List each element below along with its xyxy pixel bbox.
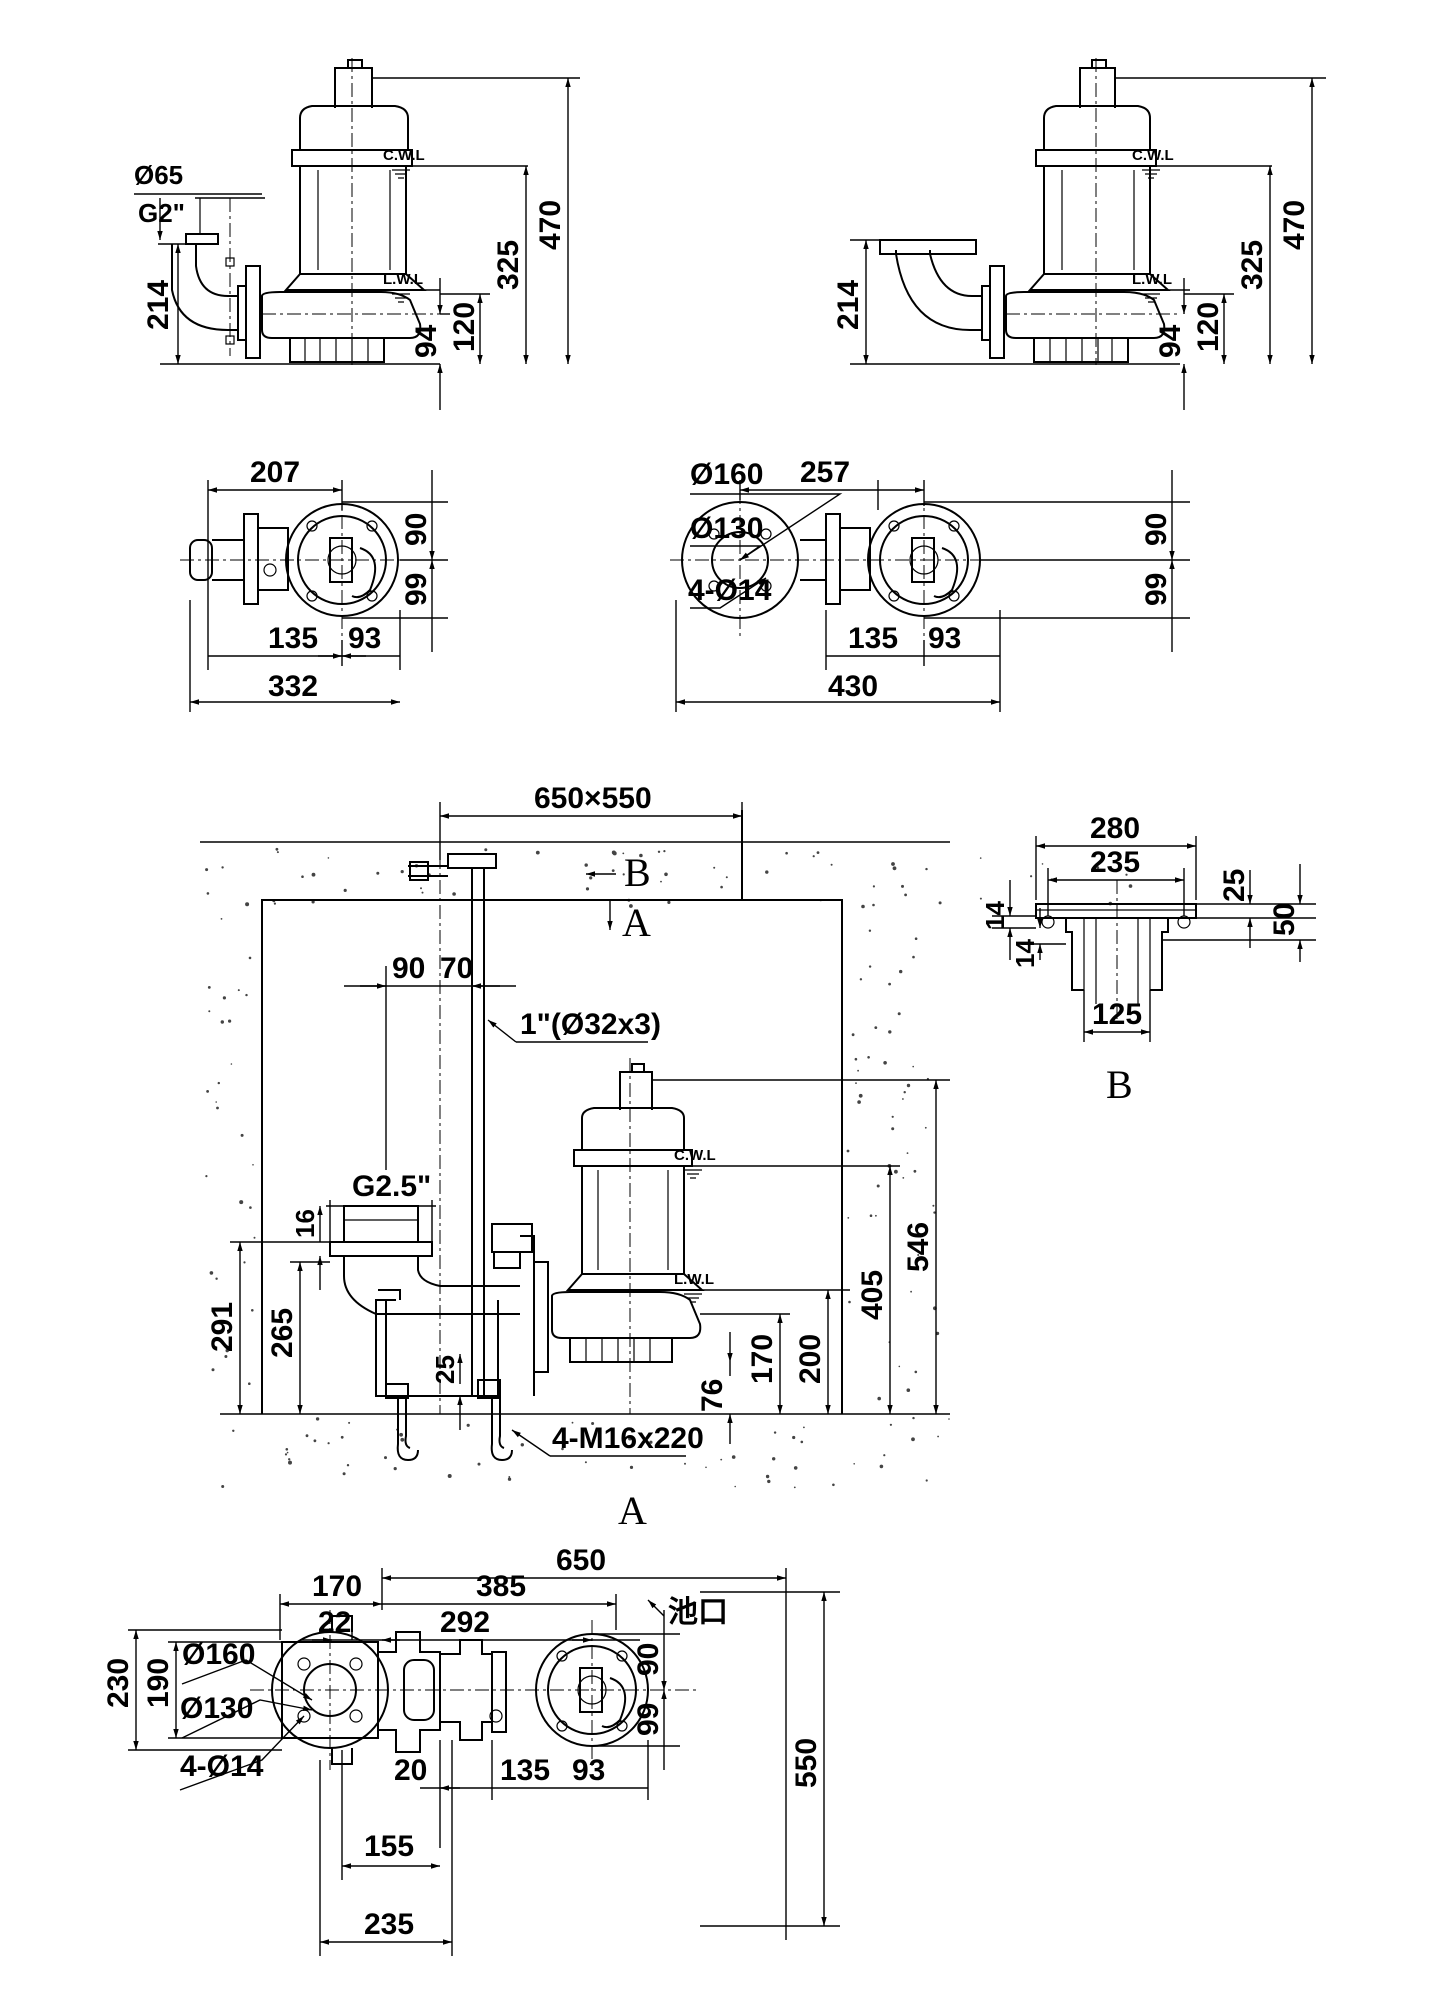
dim-90-install: 90: [392, 952, 425, 985]
bolts-spec: 4-M16x220: [552, 1422, 704, 1455]
dim-93-plan: 93: [572, 1754, 605, 1787]
dim-430: 430: [828, 670, 878, 703]
section-a-label: A: [622, 900, 651, 945]
section-b-label: B: [624, 850, 651, 895]
dim-235-b: 235: [1090, 846, 1140, 879]
plan-view-left: 207 90 99 135 93 332: [180, 456, 448, 712]
dim-76: 76: [696, 1379, 729, 1412]
lwl-label: L.W.L: [383, 271, 423, 288]
pit-size: 650×550: [534, 782, 652, 815]
plan-view-right: Ø160 Ø130 4-Ø14 257 90 99 135 93 430: [670, 456, 1190, 712]
dia-130-label: Ø130: [690, 512, 763, 545]
outlet-diameter: Ø65: [134, 160, 183, 190]
dia-160-label: Ø160: [690, 458, 763, 491]
detail-b-label: B: [1106, 1062, 1133, 1107]
dim-332: 332: [268, 670, 318, 703]
dim-385: 385: [476, 1570, 526, 1603]
cwl-label-right: C.W.L: [1132, 147, 1174, 164]
dim-93: 93: [348, 622, 381, 655]
dim-230: 230: [102, 1658, 135, 1708]
dim-235-plan: 235: [364, 1908, 414, 1941]
plan-view-bottom: 650 550 170 385 池口 22 292 Ø160 Ø130 4-Ø1…: [102, 1544, 840, 1956]
dim-200: 200: [794, 1334, 827, 1384]
dim-292: 292: [440, 1606, 490, 1639]
dim-650: 650: [556, 1544, 606, 1577]
dim-90: 90: [400, 513, 433, 546]
dim-99-plan: 99: [632, 1703, 665, 1736]
dim-265: 265: [266, 1308, 299, 1358]
dim-280: 280: [1090, 812, 1140, 845]
dim-291: 291: [206, 1302, 239, 1352]
dim-16: 16: [290, 1209, 320, 1238]
pipe-spec: 1"(Ø32x3): [520, 1008, 661, 1041]
dim-94: 94: [410, 324, 443, 358]
dim-94-right: 94: [1154, 324, 1187, 358]
elevation-view-left: C.W.L L.W.L Ø65 G2" 214 470 325 120 94: [134, 58, 580, 410]
dim-99: 99: [400, 573, 433, 606]
dim-207: 207: [250, 456, 300, 489]
cwl-label-install: C.W.L: [674, 1147, 716, 1164]
dim-546: 546: [902, 1222, 935, 1272]
dim-125: 125: [1092, 998, 1142, 1031]
cwl-label: C.W.L: [383, 147, 425, 164]
holes-plan: 4-Ø14: [180, 1750, 264, 1783]
ground-stipple: [205, 847, 1133, 1489]
detail-b: 280 235 25 50 14 14 125 B: [980, 812, 1316, 1107]
dim-14-b: 14: [1010, 939, 1040, 968]
dim-20: 20: [394, 1754, 427, 1787]
dim-120: 120: [448, 302, 481, 352]
dim-120-right: 120: [1192, 302, 1225, 352]
lwl-label-right: L.W.L: [1132, 271, 1172, 288]
dim-135-plan: 135: [500, 1754, 550, 1787]
dim-325: 325: [492, 240, 525, 290]
elevation-view-right: 214 C.W.L L.W.L 470 325 120 94: [832, 58, 1326, 410]
dim-22: 22: [318, 1606, 351, 1639]
dim-155: 155: [364, 1830, 414, 1863]
dim-214-right: 214: [832, 280, 865, 330]
dim-470-right: 470: [1278, 200, 1311, 250]
outlet-thread: G2": [138, 198, 185, 228]
pool-mouth-label: 池口: [668, 1596, 728, 1629]
dim-14-a: 14: [980, 901, 1010, 930]
dim-214: 214: [142, 280, 175, 330]
dim-135-right: 135: [848, 622, 898, 655]
dim-135: 135: [268, 622, 318, 655]
dim-170-plan: 170: [312, 1570, 362, 1603]
dim-90-plan: 90: [632, 1643, 665, 1676]
lwl-label-install: L.W.L: [674, 1271, 714, 1288]
dia-130-plan: Ø130: [180, 1692, 253, 1725]
section-a-bottom-label: A: [618, 1488, 647, 1533]
dim-325-right: 325: [1236, 240, 1269, 290]
dia-160-plan: Ø160: [182, 1638, 255, 1671]
dim-550: 550: [790, 1738, 823, 1788]
dim-50: 50: [1268, 903, 1301, 936]
dim-25-b: 25: [1218, 869, 1251, 902]
holes-label: 4-Ø14: [688, 574, 772, 607]
dim-257: 257: [800, 456, 850, 489]
dim-470: 470: [534, 200, 567, 250]
dim-70-install: 70: [440, 952, 473, 985]
dim-405: 405: [856, 1270, 889, 1320]
dim-190: 190: [142, 1658, 175, 1708]
dim-93-right: 93: [928, 622, 961, 655]
dim-90-right: 90: [1140, 513, 1173, 546]
installation-section: 650×550 B A 90 70 1"(Ø32x3) G2.5": [200, 782, 1133, 1533]
dim-99-right: 99: [1140, 573, 1173, 606]
outlet-thread-install: G2.5": [352, 1170, 431, 1203]
dim-25-install: 25: [430, 1355, 460, 1384]
dim-170: 170: [746, 1334, 779, 1384]
